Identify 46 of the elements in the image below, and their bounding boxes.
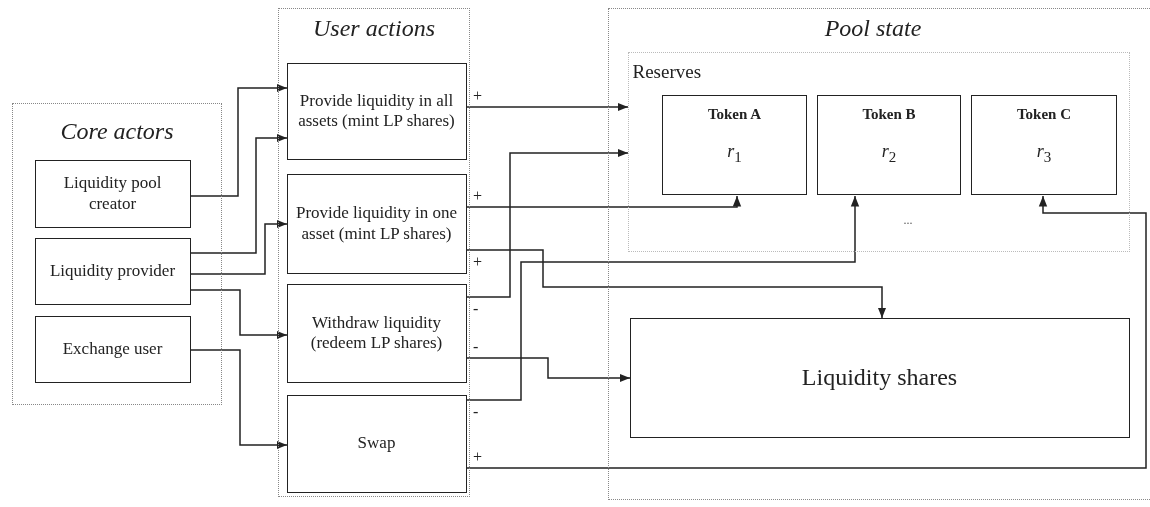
group-title: Core actors	[60, 118, 174, 145]
process-box	[286, 394, 467, 493]
arrow	[190, 83, 288, 197]
arrow	[190, 349, 288, 450]
reserves-frame	[627, 51, 1130, 252]
process-box	[286, 283, 467, 383]
group-title: Pool state	[824, 15, 922, 42]
token-box	[971, 95, 1117, 195]
reserve-variable: r$_{1}$	[727, 141, 742, 166]
arrow	[466, 357, 631, 383]
arrow	[466, 195, 1147, 469]
process-box	[34, 315, 191, 383]
token-box	[662, 95, 807, 195]
arrow	[190, 289, 288, 340]
process-box	[34, 237, 191, 305]
arrow	[190, 133, 288, 254]
box-label: Provide liquidity in all assets (mint LP shares)	[297, 90, 456, 132]
group-title: User actions	[313, 15, 435, 42]
arrow	[190, 219, 288, 275]
arrow	[466, 102, 629, 112]
ellipsis-text: ...	[903, 212, 913, 228]
box-label: Exchange user	[61, 338, 164, 360]
process-box	[34, 159, 191, 228]
box-label: Swap	[356, 433, 397, 454]
box-label: Liquidity pool creator	[62, 173, 163, 214]
box-label: Liquidity shares	[800, 363, 959, 392]
process-box	[286, 173, 467, 274]
arrow	[466, 195, 860, 401]
arrow	[466, 195, 742, 208]
arrow	[466, 249, 887, 319]
reserve-variable: r$_{2}$	[881, 141, 897, 166]
token-box	[817, 95, 961, 195]
token-name: Token C	[1016, 106, 1072, 123]
group-frame	[278, 8, 470, 497]
arrow	[466, 148, 629, 298]
box-label: Liquidity provider	[48, 260, 177, 282]
group-frame	[12, 103, 222, 405]
box-label: Provide liquidity in one asset (mint LP shares)	[295, 203, 458, 244]
process-box	[629, 317, 1130, 438]
box-label: Withdraw liquidity (redeem LP shares)	[309, 312, 444, 354]
group-frame	[608, 8, 1150, 500]
group-title: Reserves	[632, 60, 702, 83]
reserve-variable: r$_{3}$	[1036, 141, 1052, 166]
token-name: Token A	[707, 106, 762, 123]
process-box	[286, 62, 467, 160]
token-name: Token B	[862, 106, 916, 123]
